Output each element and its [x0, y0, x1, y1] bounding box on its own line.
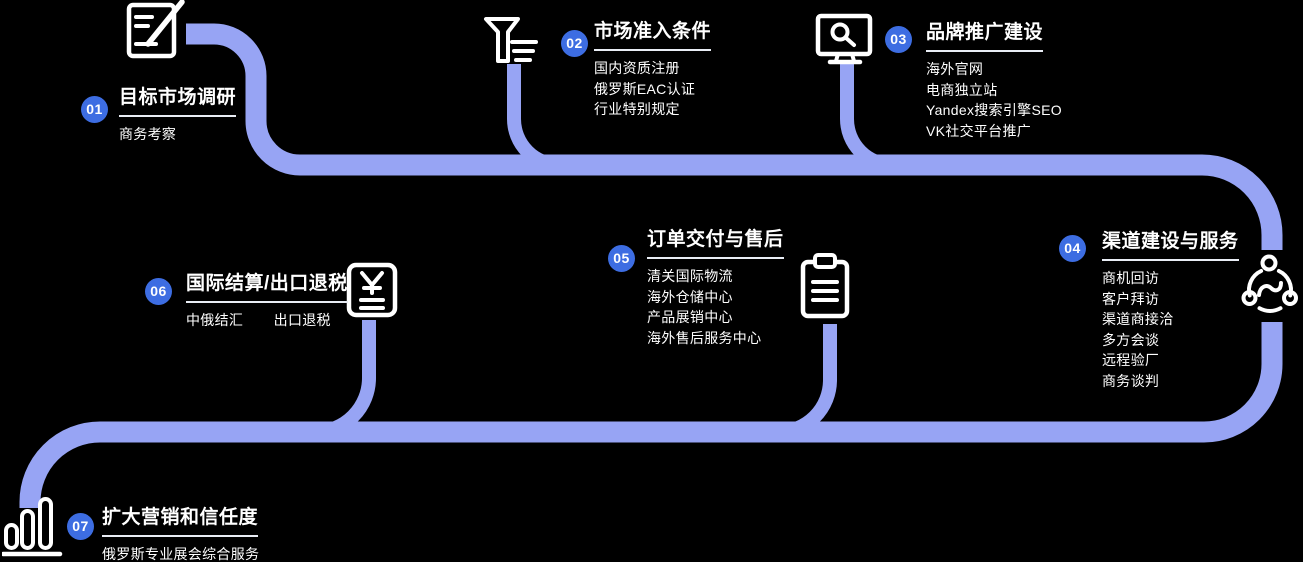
step-item: 商务谈判	[1102, 372, 1160, 389]
step-04: 04 渠道建设与服务 商机回访 客户拜访 渠道商接洽 多方会谈 远程验厂 商务谈…	[1059, 231, 1239, 391]
step-item: 海外官网	[926, 61, 984, 77]
step-title: 扩大营销和信任度	[102, 507, 259, 528]
step-number-badge: 01	[81, 96, 108, 123]
document-edit-icon	[126, 0, 185, 59]
step-item: 海外仓储中心	[647, 288, 733, 305]
step-item: 海外售后服务中心	[647, 329, 762, 346]
bar-chart-icon	[2, 497, 63, 557]
step-title: 目标市场调研	[119, 87, 237, 108]
step-item: 行业特别规定	[594, 101, 680, 117]
step-05: 05 订单交付与售后 清关国际物流 海外仓储中心 产品展销中心 海外售后服务中心	[608, 229, 784, 348]
title-underline	[102, 535, 259, 537]
title-underline	[594, 49, 712, 51]
main-path-lower	[19, 322, 1283, 508]
step-number-badge: 07	[67, 513, 94, 540]
monitor-search-icon	[815, 13, 873, 65]
title-underline	[647, 257, 784, 259]
step-item: 国内资质注册	[594, 60, 680, 76]
step-title: 品牌推广建设	[926, 22, 1044, 43]
step-item: 俄罗斯EAC认证	[594, 80, 696, 97]
yuan-invoice-icon	[346, 262, 398, 318]
step-title: 市场准入条件	[594, 21, 712, 42]
step-item: 渠道商接洽	[1102, 311, 1174, 327]
step-number-badge: 06	[145, 278, 172, 305]
stub-step-06	[314, 320, 376, 439]
step-item: 出口退税	[273, 312, 331, 328]
share-network-icon	[1241, 254, 1298, 314]
step-number-badge: 02	[561, 30, 588, 57]
step-item: 俄罗斯专业展会综合服务	[102, 546, 260, 562]
step-item: 商务考察	[119, 126, 177, 142]
step-item: 客户拜访	[1102, 290, 1160, 307]
step-07: 07 扩大营销和信任度 俄罗斯专业展会综合服务	[67, 507, 259, 562]
step-item: 产品展销中心	[647, 309, 733, 325]
title-underline	[186, 301, 348, 303]
step-title: 国际结算/出口退税	[186, 273, 348, 294]
step-06: 06 国际结算/出口退税 中俄结汇 出口退税	[145, 273, 348, 331]
step-number-badge: 04	[1059, 235, 1086, 262]
title-underline	[926, 50, 1044, 52]
step-03: 03 品牌推广建设 海外官网 电商独立站 Yandex搜索引擎SEO VK社交平…	[885, 22, 1062, 141]
step-number-badge: 03	[885, 26, 912, 53]
step-number-badge: 05	[608, 245, 635, 272]
step-item: VK社交平台推广	[926, 122, 1032, 139]
step-item: 清关国际物流	[647, 268, 733, 284]
funnel-icon	[484, 17, 538, 63]
step-01: 01 目标市场调研 商务考察	[81, 87, 237, 145]
step-title: 渠道建设与服务	[1102, 231, 1239, 252]
step-title: 订单交付与售后	[647, 229, 784, 250]
step-item: 电商独立站	[926, 81, 998, 98]
title-underline	[119, 115, 237, 117]
stub-step-02	[507, 64, 561, 172]
title-underline	[1102, 259, 1239, 261]
step-item: 中俄结汇	[186, 312, 244, 328]
step-item: 远程验厂	[1102, 352, 1160, 368]
step-item: Yandex搜索引擎SEO	[926, 102, 1062, 118]
step-item: 商机回访	[1102, 270, 1160, 286]
step-item: 多方会谈	[1102, 331, 1160, 348]
clipboard-icon	[800, 253, 850, 319]
step-02: 02 市场准入条件 国内资质注册 俄罗斯EAC认证 行业特别规定	[561, 21, 712, 120]
main-path-upper	[186, 23, 1283, 250]
stub-step-05	[777, 324, 837, 439]
